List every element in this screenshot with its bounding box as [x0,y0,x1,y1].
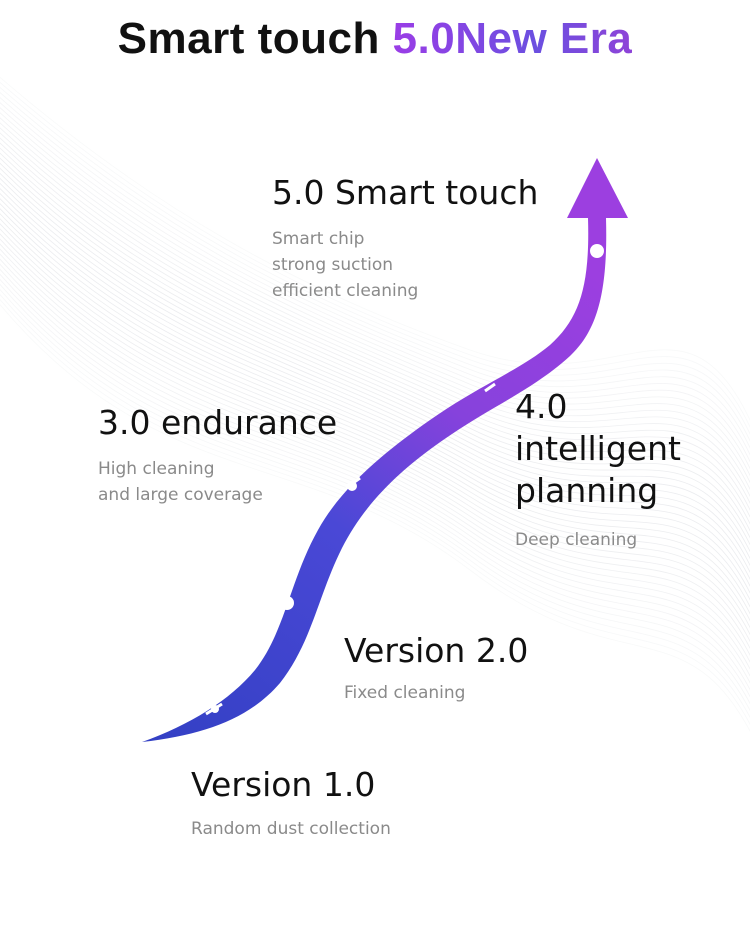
stage-description: Fixed cleaning [344,680,528,706]
stage-description: High cleaning and large coverage [98,456,337,508]
description-line: Fixed cleaning [344,680,528,706]
stage-title: 5.0 Smart touch [272,172,538,214]
stage-1: Version 1.0 Random dust collection [191,764,391,842]
stage-2: Version 2.0 Fixed cleaning [344,630,528,706]
stage-title: Version 1.0 [191,764,391,806]
stage-title: 4.0 intelligent planning [515,386,715,513]
stage-title: Version 2.0 [344,630,528,672]
description-line: strong suction [272,252,538,278]
stage-title: 3.0 endurance [98,402,337,444]
milestone-dot-2 [280,596,294,610]
stage-description: Random dust collection [191,816,391,842]
description-line: and large coverage [98,482,337,508]
description-line: Deep cleaning [515,527,715,553]
description-line: Smart chip [272,226,538,252]
milestone-dot-1 [211,705,219,713]
stage-4: 4.0 intelligent planning Deep cleaning [515,386,715,553]
stage-description: Deep cleaning [515,527,715,553]
description-line: Random dust collection [191,816,391,842]
milestone-dot-3 [347,481,357,491]
stage-description: Smart chip strong suction efficient clea… [272,226,538,304]
stage-5: 5.0 Smart touch Smart chip strong suctio… [272,172,538,304]
stage-3: 3.0 endurance High cleaning and large co… [98,402,337,508]
description-line: High cleaning [98,456,337,482]
milestone-dot-5 [590,244,604,258]
description-line: efficient cleaning [272,278,538,304]
